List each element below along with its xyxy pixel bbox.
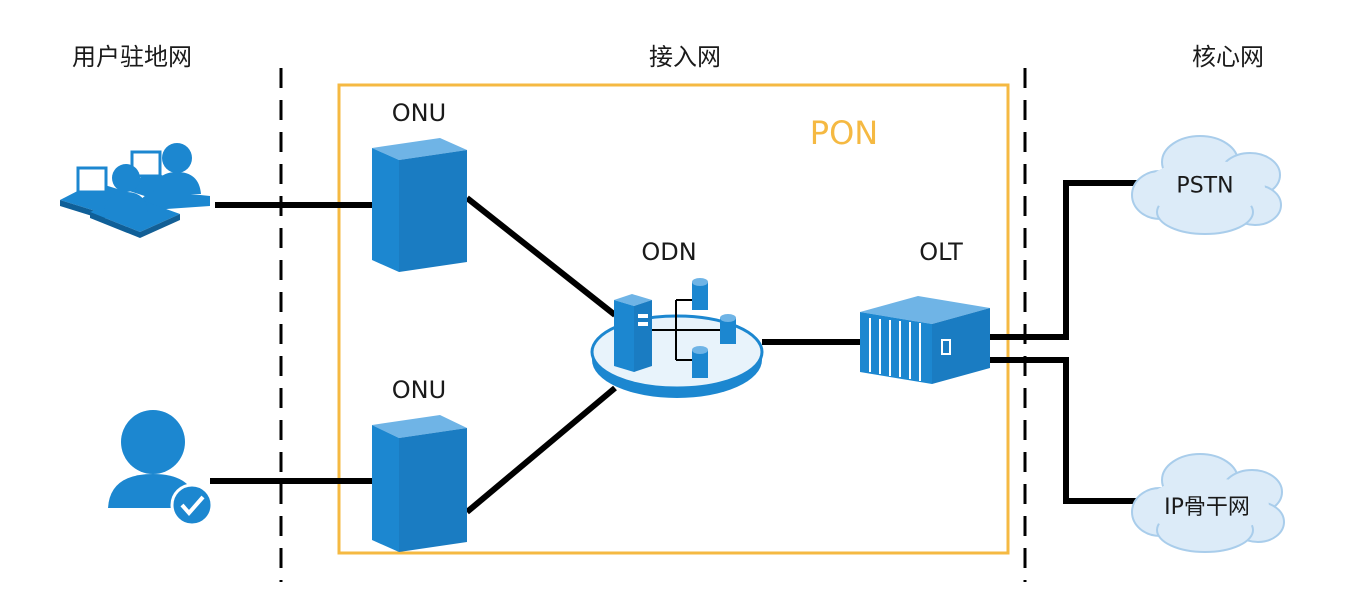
onu-top-to-odn-line xyxy=(465,195,617,318)
pon-label: PON xyxy=(809,114,879,152)
premises-network-label: 用户驻地网 xyxy=(72,43,192,71)
core-network-label: 核心网 xyxy=(1192,43,1264,71)
odn-splitter-icon xyxy=(590,278,764,398)
onu-device-icon-top xyxy=(372,138,467,272)
pon-boundary-box xyxy=(337,83,1010,555)
onu-bottom-to-odn-line xyxy=(465,385,617,515)
odn-label: ODN xyxy=(641,238,697,266)
users-group-icon xyxy=(60,143,210,238)
onu-device-icon-bottom xyxy=(372,415,467,552)
ip-backbone-label: IP骨干网 xyxy=(1164,495,1250,520)
cloud-icon-ip xyxy=(1131,453,1285,553)
pstn-label: PSTN xyxy=(1176,173,1234,199)
olt-to-pstn-line xyxy=(990,180,1142,340)
olt-to-ip-line xyxy=(990,357,1142,504)
access-network-label: 接入网 xyxy=(649,43,721,71)
olt-label: OLT xyxy=(919,238,963,266)
olt-device-icon xyxy=(860,296,990,384)
cloud-icon-pstn xyxy=(1131,135,1282,235)
onu-bottom-label: ONU xyxy=(391,376,447,404)
user-check-icon xyxy=(108,410,214,527)
connection-lines xyxy=(210,180,1142,515)
onu-top-label: ONU xyxy=(391,99,447,127)
